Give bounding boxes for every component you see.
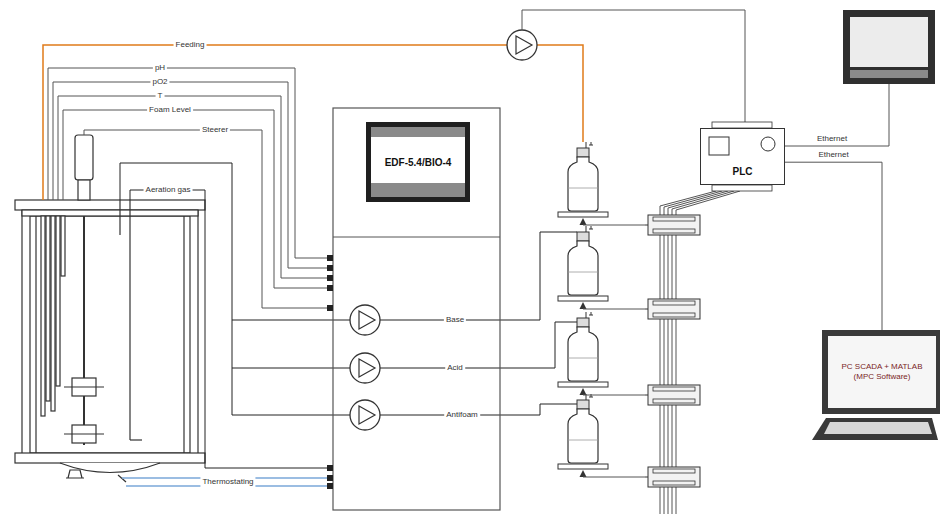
controller-housing <box>333 108 500 510</box>
plc-box: PLC <box>700 128 785 185</box>
signal-label: T <box>156 91 165 101</box>
acid-line <box>232 368 350 369</box>
pump-label: Base <box>444 315 466 325</box>
probe <box>56 216 60 386</box>
module-line <box>583 309 645 310</box>
laptop-keys <box>824 422 932 434</box>
probe <box>46 216 50 401</box>
bottom-plate <box>15 453 205 463</box>
connector-port <box>327 475 333 481</box>
connector-port <box>327 465 333 471</box>
reservoir-bottle <box>558 142 608 225</box>
node-text: PLC <box>733 166 753 177</box>
connector-port <box>327 285 333 291</box>
module-line <box>583 395 645 396</box>
signal-label: pH <box>153 63 167 73</box>
hmi-display <box>850 17 928 67</box>
probe <box>41 216 45 416</box>
connector-port <box>327 483 333 489</box>
plc-button <box>761 137 775 151</box>
top-flange <box>22 210 198 216</box>
motor <box>75 135 93 180</box>
vessel-body <box>30 216 190 453</box>
signal-label: pO2 <box>150 77 169 87</box>
probe <box>51 216 55 411</box>
cable-bundle <box>672 191 734 514</box>
reservoir-bottle <box>558 394 608 477</box>
laptop-keyboard <box>812 418 938 440</box>
signal-label: Steerer <box>200 125 230 135</box>
addition-tube <box>119 200 120 235</box>
shaft <box>83 216 85 445</box>
io-module <box>645 385 700 405</box>
controller-divider <box>333 237 500 238</box>
ethernet-connector <box>785 162 882 330</box>
io-module <box>645 467 700 487</box>
plc-display <box>709 137 729 155</box>
vessel-wall <box>183 216 184 453</box>
addition-line <box>120 163 232 415</box>
connector-port <box>327 305 333 311</box>
signal-label: Aeration gas <box>144 185 193 195</box>
connector-port <box>327 255 333 261</box>
pump-symbol <box>350 400 380 430</box>
module-line <box>583 477 645 478</box>
plc-terminal <box>712 185 772 191</box>
connector-port <box>327 265 333 271</box>
antifoam-line <box>232 415 350 416</box>
io-module <box>645 299 700 319</box>
aeration-line <box>130 190 327 468</box>
foam-line <box>63 110 327 288</box>
cable-bundle <box>676 191 740 514</box>
io-module <box>645 215 700 235</box>
pump-label: Antifoam <box>444 410 480 420</box>
probe <box>61 216 65 276</box>
vessel-wall <box>35 216 36 453</box>
hmi-screen <box>843 10 935 84</box>
pump-symbol <box>350 305 380 335</box>
pump-control-line <box>522 10 745 122</box>
cable-bundle <box>664 191 722 514</box>
node-text: PC SCADA + MATLAB (MPC Software) <box>834 362 930 382</box>
tie-rod <box>197 200 198 463</box>
network-label: Ethernet <box>815 134 849 144</box>
base-line <box>380 232 577 320</box>
connector-port <box>327 275 333 281</box>
pc-screen: PC SCADA + MATLAB (MPC Software) <box>822 330 940 414</box>
coupling <box>78 180 90 200</box>
feeding-line <box>537 45 583 142</box>
drain-valve <box>66 470 84 478</box>
impeller-blade <box>64 386 104 387</box>
top-plate <box>15 200 205 210</box>
reservoir-bottle <box>558 226 608 309</box>
pump-label: Acid <box>445 363 465 373</box>
signal-label: Feeding <box>174 40 207 50</box>
signal-label: Thermostating <box>200 477 255 487</box>
reservoir-bottle <box>558 312 608 395</box>
temperature-line <box>58 96 327 278</box>
tie-rod <box>21 200 22 463</box>
controller-screen: EDF-5.4/BIO-4 <box>366 122 470 202</box>
cable-bundle <box>668 191 728 514</box>
hmi-bar <box>850 70 928 78</box>
pump-symbol <box>507 30 537 60</box>
signal-label: Foam Level <box>147 105 193 115</box>
node-text: EDF-5.4/BIO-4 <box>385 157 452 168</box>
acid-line <box>380 322 577 368</box>
pump-symbol <box>350 353 380 383</box>
edge-label: Ethernet <box>816 150 850 160</box>
impeller-blade <box>64 433 104 434</box>
ethernet-line <box>785 84 889 146</box>
module-line <box>583 225 645 226</box>
sparger-tube <box>129 200 130 440</box>
sparger-tube <box>130 439 142 440</box>
base-line <box>232 320 350 321</box>
